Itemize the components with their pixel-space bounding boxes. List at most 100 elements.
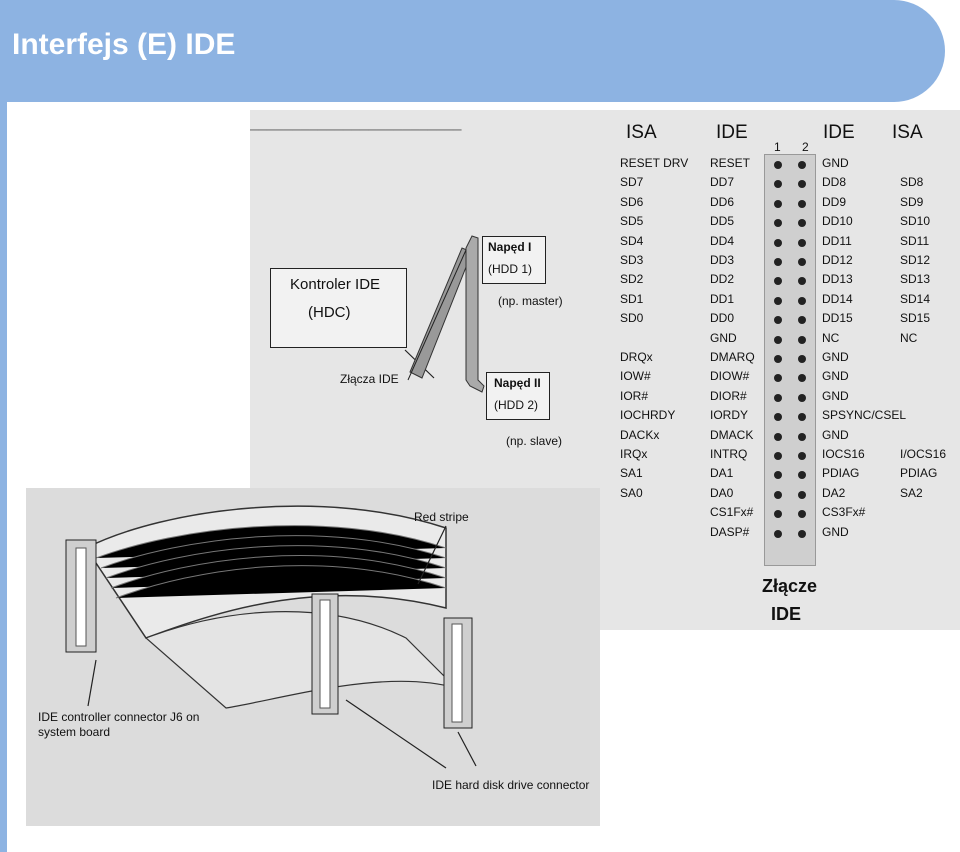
ide-left-signal: DA0: [710, 485, 734, 500]
ide-left-signal: GND: [710, 330, 737, 345]
connector-pin: [798, 161, 806, 169]
connector-pin: [798, 219, 806, 228]
drive1-label: Napęd I: [488, 240, 532, 254]
ide-cable-drawing: [404, 235, 485, 393]
connector-pin: [774, 510, 782, 519]
ide-right-signal: DD9: [822, 194, 847, 209]
connector-pin-strip: [764, 154, 816, 566]
connector-pin: [798, 471, 806, 480]
ide-left-signal: DD7: [710, 175, 735, 190]
connector-pin: [774, 355, 782, 363]
ide-right-signal: DD11: [822, 233, 852, 248]
connector-pin: [798, 355, 806, 363]
ide-right-signal: NC: [822, 330, 840, 345]
connector-pin: [774, 413, 782, 422]
connector-pin: [774, 529, 782, 538]
connector-pin: [798, 238, 806, 247]
isa-right-signal: PDIAG: [900, 466, 938, 481]
ide-right-signal: DD12: [822, 253, 853, 267]
isa-right-signal: NC: [900, 330, 918, 345]
connector-pin: [774, 432, 782, 441]
ide-left-signal: DD1: [710, 291, 735, 306]
connector-pin: [774, 199, 782, 208]
ide-left-signal: DIOR#: [710, 388, 747, 403]
header-isa-left: ISA: [626, 122, 657, 143]
isa-right-signal: SD12: [900, 253, 931, 267]
connector-pin: [798, 180, 806, 189]
isa-left-signal: IOR#: [620, 388, 649, 403]
ide-right-signal: GND: [822, 350, 849, 364]
drive1-box: [482, 236, 546, 284]
slide-title: Interfejs (E) IDE: [12, 28, 236, 61]
connector-pin: [798, 529, 806, 538]
ide-left-signal: DD0: [710, 311, 735, 326]
connector-pin: [774, 374, 782, 383]
header-ide-right: IDE: [823, 122, 855, 143]
isa-left-signal: IOCHRDY: [620, 408, 676, 423]
drive-connector-label: IDE hard disk drive connector: [432, 778, 590, 792]
ribbon-cable-illustration: Red stripe IDE controller connector J6 o…: [26, 488, 600, 826]
isa-right-signal: SD14: [900, 291, 931, 306]
connector-pin: [774, 258, 782, 266]
connector-pin: [798, 296, 806, 305]
connector-pin: [798, 316, 806, 325]
connector-pin: [774, 277, 782, 286]
drive2-label: Napęd II: [494, 376, 541, 390]
isa-right-signal: SD11: [900, 233, 930, 248]
ide-right-signal: DD8: [822, 175, 847, 190]
red-stripe-label: Red stripe: [414, 510, 469, 524]
connector-pin: [798, 510, 806, 519]
ide-right-signal: IOCS16: [822, 447, 865, 461]
ide-right-signal: CS3Fx#: [822, 505, 866, 520]
ide-right-signal: GND: [822, 427, 849, 442]
title-bar: [0, 0, 945, 102]
connector-pin: [774, 452, 782, 460]
ide-right-signal: DA2: [822, 485, 846, 500]
ide-right-signal: GND: [822, 369, 849, 384]
drive2-box: [486, 372, 550, 420]
isa-left-signal: SA0: [620, 485, 643, 500]
isa-left-signal: IOW#: [620, 369, 651, 384]
connectors-label: Złącza IDE: [340, 372, 399, 386]
left-accent-stripe: [0, 102, 7, 852]
isa-left-signal: SA1: [620, 466, 643, 481]
connector-pin: [774, 238, 782, 247]
ribbon-cable-drawing: [65, 505, 477, 769]
isa-right-signal: SD10: [900, 214, 931, 229]
connector-pin: [798, 432, 806, 441]
isa-right-signal: SD8: [900, 175, 924, 190]
ide-right-signal: SPSYNC/CSEL: [822, 408, 907, 423]
ide-left-signal: DIOW#: [710, 369, 750, 384]
isa-left-signal: SD3: [620, 253, 644, 267]
connector-pin: [798, 374, 806, 383]
ide-left-signal: CS1Fx#: [710, 505, 754, 520]
drive1-role: (np. master): [498, 294, 563, 308]
ide-left-signal: DD3: [710, 253, 735, 267]
connector-pin: [798, 452, 806, 460]
connector-pin: [798, 490, 806, 499]
ide-left-signal: DD5: [710, 214, 735, 229]
connector-pin: [798, 393, 806, 402]
ide-left-signal: DA1: [710, 466, 734, 481]
controller-sub: (HDC): [308, 304, 351, 321]
header-ide-left: IDE: [716, 122, 748, 143]
ide-right-signal: GND: [822, 156, 849, 170]
connector-pin: [798, 413, 806, 422]
ide-right-signal: DD14: [822, 291, 853, 306]
isa-right-signal: SD15: [900, 311, 931, 326]
header-isa-right: ISA: [892, 122, 923, 143]
connector-pin: [774, 161, 782, 169]
connector-pin: [798, 199, 806, 208]
ide-right-signal: GND: [822, 524, 849, 539]
drive2-sub: (HDD 2): [494, 398, 538, 412]
ide-left-signal: INTRQ: [710, 447, 748, 461]
drive2-role: (np. slave): [506, 434, 563, 448]
controller-label: Kontroler IDE: [290, 276, 381, 293]
ide-left-signal: RESET: [710, 156, 751, 170]
isa-left-signal: SD6: [620, 194, 644, 209]
ide-right-signal: DD15: [822, 311, 853, 326]
connector-pin: [798, 258, 806, 266]
pin-number-1: 1: [774, 140, 781, 154]
connector-label-2: IDE: [771, 604, 802, 624]
connector-pin: [798, 277, 806, 286]
